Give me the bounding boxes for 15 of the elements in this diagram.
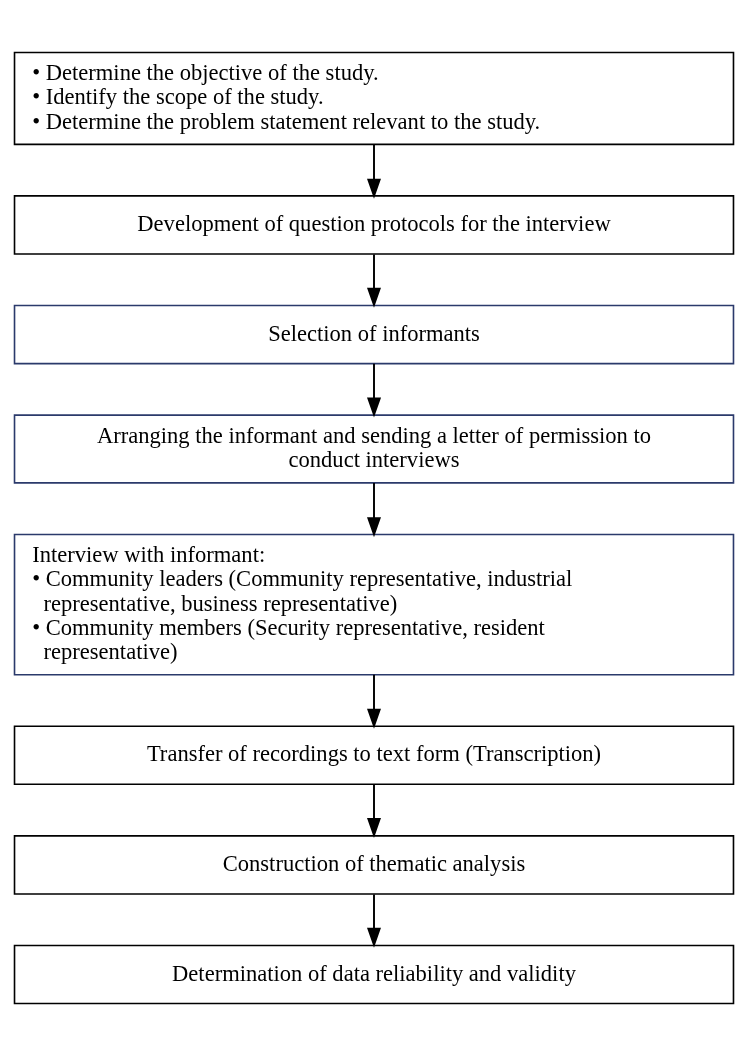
arrow (367, 362, 381, 418)
node-box: Determination of data reliability and validity (13, 944, 735, 1005)
arrow (367, 481, 381, 538)
node-box: Selection of informants (13, 304, 735, 365)
arrow (367, 783, 381, 839)
arrow (367, 893, 381, 948)
node-box: Construction of thematic analysis (13, 835, 735, 895)
node-box: Interview with informant: • Community leaders (Community representative, industrial representative, business representative) • Community members (Security representative, resident representative) (13, 533, 735, 676)
arrow (367, 673, 381, 729)
arrow (367, 143, 381, 199)
node-box: Transfer of recordings to text form (Transcription) (13, 725, 735, 786)
node-box: • Determine the objective of the study. • Identify the scope of the study. • Determine the problem statement relevant to the study. (13, 51, 735, 146)
node-box: Development of question protocols for the interview (13, 195, 735, 255)
node-box: Arranging the informant and sending a letter of permission to conduct interviews (13, 414, 735, 484)
arrow (367, 253, 381, 308)
